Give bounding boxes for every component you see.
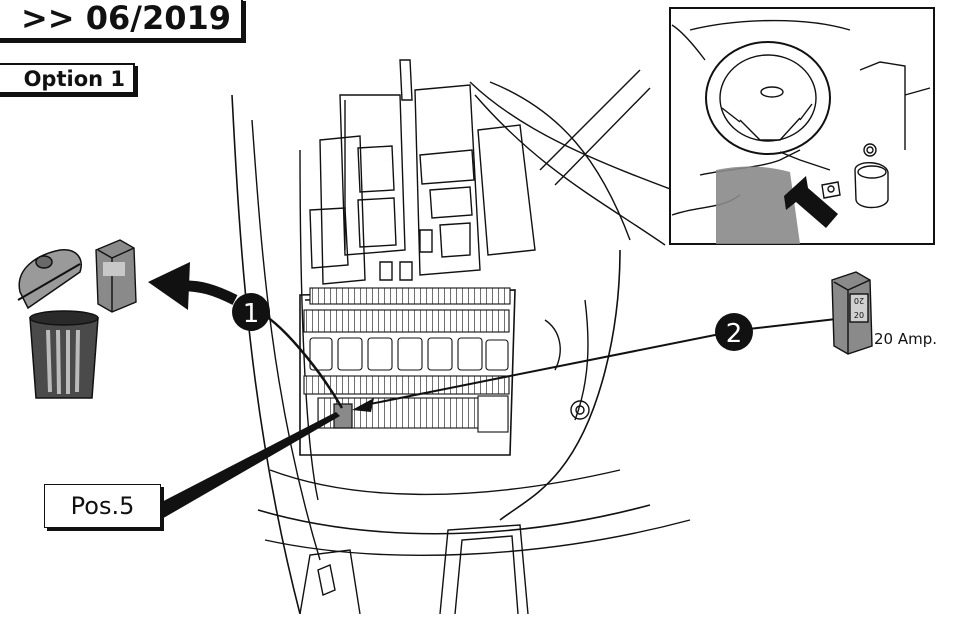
trash-can-icon	[18, 250, 98, 398]
fuse-marking-bottom: 20	[854, 311, 864, 320]
date-label: >> 06/2019	[0, 0, 243, 40]
fuse-rating-label: 20 Amp.	[874, 330, 937, 348]
step-2-marker: 2	[715, 313, 753, 351]
step-1-number: 1	[243, 299, 260, 329]
new-fuse-icon: 20 20	[832, 272, 872, 354]
steering-wheel-inset	[670, 8, 934, 244]
fuse-box-illustration	[232, 60, 700, 614]
removed-fuse-icon	[96, 240, 136, 312]
step-2-number: 2	[726, 319, 743, 349]
fuse-marking-top: 20	[854, 296, 864, 305]
step-1-marker: 1	[232, 293, 270, 331]
position-label: Pos.5	[44, 484, 161, 528]
option-label: Option 1	[0, 63, 135, 94]
removal-arrow-icon	[148, 262, 190, 310]
